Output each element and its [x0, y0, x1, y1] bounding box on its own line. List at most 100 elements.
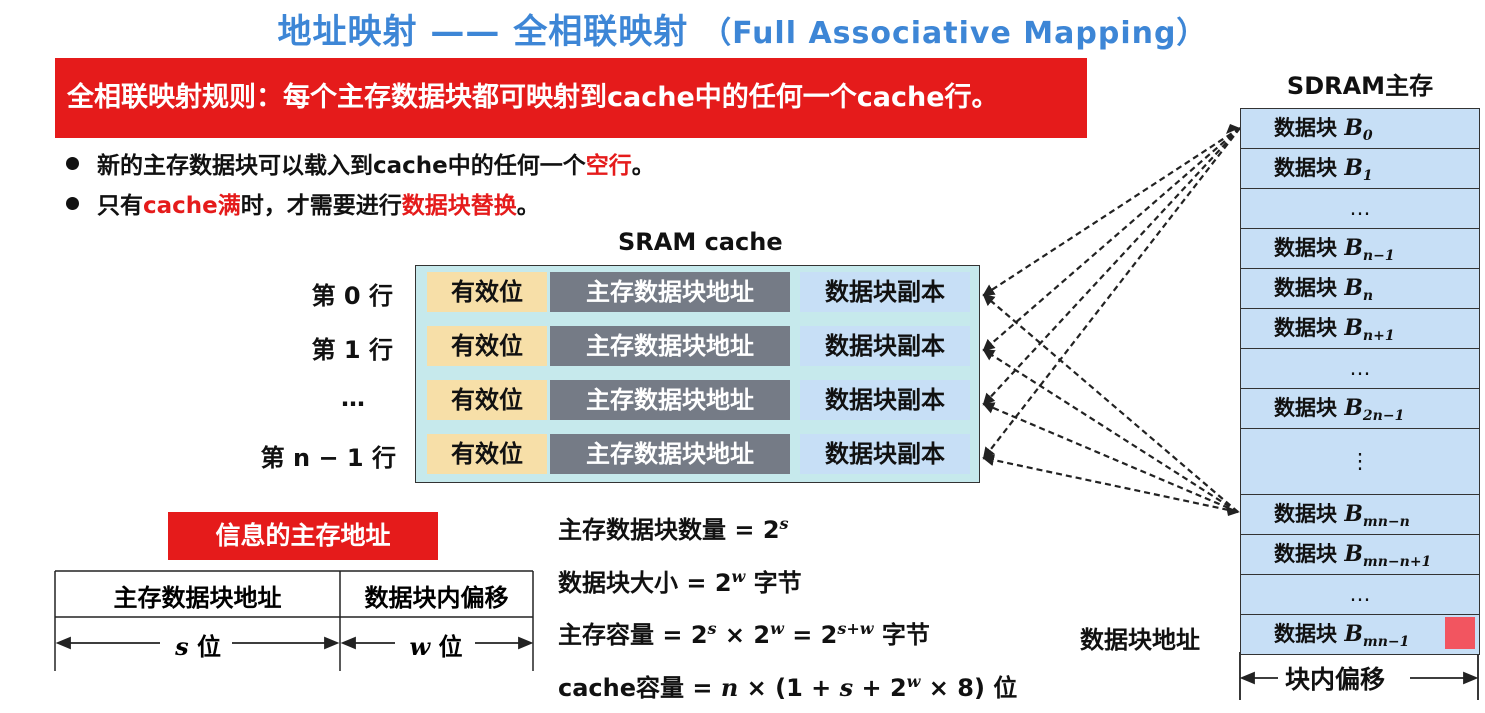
row-label-last: 第 n − 1 行 [260, 444, 396, 472]
tag-cell: 主存数据块地址 [550, 380, 790, 420]
block-offset-label: 块内偏移 [1285, 665, 1386, 694]
bullet-2-text-a: 只有 [97, 193, 143, 219]
block-word: 数据块 [1274, 502, 1345, 526]
block-word: 数据块 [1274, 116, 1345, 140]
offset-marker [1445, 617, 1475, 649]
memory-block: 数据块 B1 [1240, 148, 1480, 189]
block-letter: B [1344, 541, 1363, 567]
valid-bit-cell: 有效位 [427, 272, 547, 312]
block-letter: B [1344, 115, 1363, 141]
arrow-line [982, 348, 1239, 513]
formula-unit: 字节 [873, 621, 930, 649]
bit-unit: 位 [196, 633, 221, 661]
col-block-offset: 数据块内偏移 [364, 584, 509, 612]
block-index: mn−n [1362, 514, 1410, 531]
formula-text: 数据块大小 = 2 [558, 569, 732, 597]
bullet-2-text-e: 。 [516, 193, 540, 219]
bullet-1-highlight: 空行 [585, 153, 632, 179]
memory-block: 数据块 B0 [1240, 108, 1480, 149]
data-copy-cell: 数据块副本 [800, 326, 970, 366]
formula-var: n [720, 673, 739, 702]
memory-ellipsis: … [1240, 188, 1480, 229]
block-index: mn−1 [1362, 634, 1410, 651]
s-var: s [175, 632, 189, 661]
bullet-2: 只有cache满时，才需要进行数据块替换。 [66, 186, 540, 220]
formula-text: cache容量 = [558, 674, 721, 702]
block-index: 2n−1 [1362, 408, 1405, 425]
arrowhead-icon [1226, 506, 1240, 516]
formula-block-size: 数据块大小 = 2w 字节 [558, 563, 802, 598]
block-letter: B [1344, 155, 1363, 181]
arrow-line [982, 402, 1239, 514]
bullet-1: 新的主存数据块可以载入到cache中的任何一个空行。 [66, 146, 655, 180]
formula-text: = 2 [783, 621, 838, 649]
formula-exp: s [707, 619, 717, 638]
data-copy-cell: 数据块副本 [800, 380, 970, 420]
bullet-1-text-c: 。 [631, 153, 655, 179]
arrowhead-icon [1463, 671, 1479, 685]
memory-block: 数据块 B2n−1 [1240, 388, 1480, 429]
block-address-label: 数据块地址 [1080, 626, 1200, 654]
valid-bit-cell: 有效位 [427, 434, 547, 474]
memory-ellipsis: … [1240, 348, 1480, 389]
row-label-dots: … [341, 384, 365, 412]
arrowhead-icon [324, 636, 340, 650]
cache-row-3: 有效位 主存数据块地址 数据块副本 [417, 430, 978, 478]
bullet-2-text-c: 时，才需要进行 [240, 193, 402, 219]
arrowhead-icon [518, 636, 534, 650]
block-index: n−1 [1362, 248, 1395, 265]
block-letter: B [1344, 501, 1363, 527]
block-letter: B [1344, 235, 1363, 261]
formula-text: + 2 [853, 674, 907, 702]
bit-unit: 位 [438, 633, 463, 661]
cache-row-0: 有效位 主存数据块地址 数据块副本 [417, 268, 978, 316]
valid-bit-cell: 有效位 [427, 380, 547, 420]
arrowhead-icon [1239, 671, 1255, 685]
bullet-2-highlight-1: cache满 [143, 193, 241, 219]
memory-ellipsis: ⋮ [1240, 428, 1480, 495]
formula-text: 主存容量 = 2 [558, 621, 708, 649]
formula-exp: s+w [837, 619, 874, 638]
title-main: 地址映射 —— 全相联映射 [277, 12, 689, 52]
arrow-line [982, 127, 1241, 460]
block-word: 数据块 [1274, 156, 1345, 180]
block-letter: B [1344, 621, 1363, 647]
arrow-line [982, 127, 1241, 297]
block-word: 数据块 [1274, 396, 1345, 420]
block-letter: B [1344, 395, 1363, 421]
block-index: n [1362, 288, 1374, 305]
tag-cell: 主存数据块地址 [550, 326, 790, 366]
rule-banner: 全相联映射规则：每个主存数据块都可映射到cache中的任何一个cache行。 [55, 58, 1087, 138]
arrow-line [982, 293, 1239, 513]
col-block-address: 主存数据块地址 [113, 584, 282, 612]
title-sub: （Full Associative Mapping） [701, 16, 1208, 51]
block-word: 数据块 [1274, 316, 1345, 340]
info-title: 信息的主存地址 [168, 512, 438, 560]
formula-exp: w [906, 672, 921, 691]
formula-exp: w [731, 567, 746, 586]
sdram-title: SDRAM主存 [1286, 72, 1434, 100]
bullet-1-text-a: 新的主存数据块可以载入到cache中的任何一个 [97, 153, 586, 179]
block-index: mn−n+1 [1362, 554, 1432, 571]
formula-unit: 字节 [745, 569, 802, 597]
memory-block: 数据块 Bmn−n [1240, 494, 1480, 535]
cache-row-2: 有效位 主存数据块地址 数据块副本 [417, 376, 978, 424]
cache-row-1: 有效位 主存数据块地址 数据块副本 [417, 322, 978, 370]
formula-text: × 8) 位 [920, 674, 1018, 702]
arrowhead-icon [1226, 124, 1240, 134]
block-word: 数据块 [1274, 542, 1345, 566]
tag-cell: 主存数据块地址 [550, 434, 790, 474]
memory-block: 数据块 Bmn−n+1 [1240, 534, 1480, 575]
formula-cache-capacity: cache容量 = n × (1 + s + 2w × 8) 位 [558, 668, 1017, 703]
block-word: 数据块 [1274, 622, 1345, 646]
formula-var: s [839, 673, 854, 702]
s-bits-label: s 位 [163, 627, 233, 662]
data-copy-cell: 数据块副本 [800, 272, 970, 312]
block-letter: B [1344, 275, 1363, 301]
formula-text: 主存数据块数量 = 2 [558, 516, 780, 544]
bullet-2-highlight-2: 数据块替换 [401, 193, 517, 219]
arrowhead-icon [340, 636, 356, 650]
memory-block: 数据块 Bn−1 [1240, 228, 1480, 269]
data-copy-cell: 数据块副本 [800, 434, 970, 474]
